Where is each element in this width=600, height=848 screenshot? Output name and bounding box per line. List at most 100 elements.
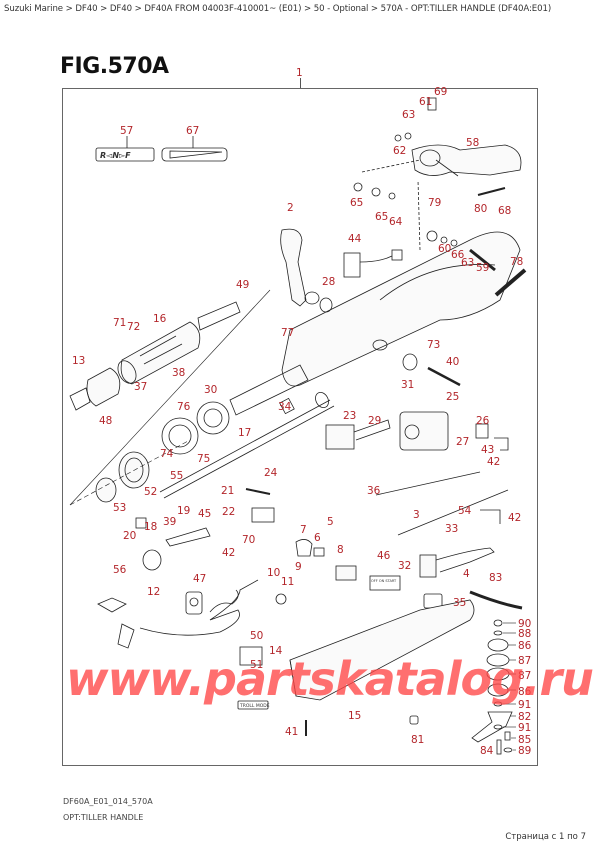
part-callout-39[interactable]: 39 (163, 516, 177, 528)
part-callout-79[interactable]: 79 (428, 197, 442, 209)
part-callout-77[interactable]: 77 (281, 327, 295, 339)
part-callout-4[interactable]: 4 (463, 568, 470, 580)
part-callout-86[interactable]: 86 (518, 640, 532, 652)
part-callout-91[interactable]: 91 (518, 699, 532, 711)
part-callout-51[interactable]: 51 (250, 659, 264, 671)
part-callout-24[interactable]: 24 (264, 467, 278, 479)
part-callout-12[interactable]: 12 (147, 586, 161, 598)
part-callout-2[interactable]: 2 (287, 202, 294, 214)
part-callout-5[interactable]: 5 (327, 516, 334, 528)
part-callout-18[interactable]: 18 (144, 521, 158, 533)
part-callout-63[interactable]: 63 (402, 109, 416, 121)
part-callout-1[interactable]: 1 (296, 67, 303, 79)
part-callout-86[interactable]: 86 (518, 686, 532, 698)
part-callout-20[interactable]: 20 (123, 530, 137, 542)
part-callout-16[interactable]: 16 (153, 313, 167, 325)
part-callout-21[interactable]: 21 (221, 485, 235, 497)
breadcrumb-item-variant[interactable]: DF40A FROM 04003F-410001~ (E01) (144, 4, 302, 14)
part-callout-40[interactable]: 40 (446, 356, 460, 368)
part-callout-78[interactable]: 78 (510, 256, 524, 268)
part-callout-58[interactable]: 58 (466, 137, 480, 149)
part-callout-82[interactable]: 82 (518, 711, 532, 723)
part-callout-74[interactable]: 74 (160, 448, 174, 460)
part-callout-69[interactable]: 69 (434, 86, 448, 98)
part-callout-80[interactable]: 80 (474, 203, 488, 215)
part-callout-87[interactable]: 87 (518, 655, 532, 667)
part-callout-47[interactable]: 47 (193, 573, 207, 585)
part-callout-59[interactable]: 59 (476, 262, 490, 274)
part-callout-65[interactable]: 65 (375, 211, 389, 223)
part-callout-33[interactable]: 33 (445, 523, 459, 535)
breadcrumb-item-group[interactable]: 50 - Optional (313, 4, 369, 14)
part-callout-22[interactable]: 22 (222, 506, 236, 518)
part-callout-13[interactable]: 13 (72, 355, 86, 367)
part-callout-15[interactable]: 15 (348, 710, 362, 722)
part-callout-14[interactable]: 14 (269, 645, 283, 657)
part-callout-46[interactable]: 46 (377, 550, 391, 562)
part-callout-31[interactable]: 31 (401, 379, 415, 391)
part-callout-36[interactable]: 36 (367, 485, 381, 497)
part-callout-87[interactable]: 87 (518, 670, 532, 682)
part-callout-34[interactable]: 34 (278, 401, 292, 413)
part-callout-38[interactable]: 38 (172, 367, 186, 379)
part-callout-76[interactable]: 76 (177, 401, 191, 413)
part-callout-25[interactable]: 25 (446, 391, 460, 403)
part-callout-9[interactable]: 9 (295, 561, 302, 573)
part-callout-64[interactable]: 64 (389, 216, 403, 228)
part-callout-10[interactable]: 10 (267, 567, 281, 579)
part-callout-55[interactable]: 55 (170, 470, 184, 482)
part-callout-44[interactable]: 44 (348, 233, 362, 245)
part-callout-52[interactable]: 52 (144, 486, 158, 498)
part-callout-6[interactable]: 6 (314, 532, 321, 544)
part-callout-3[interactable]: 3 (413, 509, 420, 521)
part-callout-50[interactable]: 50 (250, 630, 264, 642)
part-callout-73[interactable]: 73 (427, 339, 441, 351)
part-callout-19[interactable]: 19 (177, 505, 191, 517)
part-callout-88[interactable]: 88 (518, 628, 532, 640)
part-callout-89[interactable]: 89 (518, 745, 532, 757)
part-callout-85[interactable]: 85 (518, 734, 532, 746)
part-callout-28[interactable]: 28 (322, 276, 336, 288)
part-callout-54[interactable]: 54 (458, 505, 472, 517)
part-callout-37[interactable]: 37 (134, 381, 148, 393)
part-callout-60[interactable]: 60 (438, 243, 452, 255)
breadcrumb-item-series[interactable]: DF40 (75, 4, 98, 14)
part-callout-75[interactable]: 75 (197, 453, 211, 465)
part-callout-84[interactable]: 84 (480, 745, 494, 757)
part-callout-68[interactable]: 68 (498, 205, 512, 217)
part-callout-70[interactable]: 70 (242, 534, 256, 546)
part-callout-45[interactable]: 45 (198, 508, 212, 520)
part-callout-7[interactable]: 7 (300, 524, 307, 536)
part-callout-30[interactable]: 30 (204, 384, 218, 396)
part-callout-23[interactable]: 23 (343, 410, 357, 422)
part-callout-35[interactable]: 35 (453, 597, 467, 609)
part-callout-71[interactable]: 71 (113, 317, 127, 329)
part-callout-81[interactable]: 81 (411, 734, 425, 746)
part-callout-43[interactable]: 43 (481, 444, 495, 456)
part-callout-72[interactable]: 72 (127, 321, 141, 333)
part-callout-62[interactable]: 62 (393, 145, 407, 157)
part-callout-83[interactable]: 83 (489, 572, 503, 584)
breadcrumb-item-brand[interactable]: Suzuki Marine (4, 4, 63, 14)
part-callout-63[interactable]: 63 (461, 257, 475, 269)
part-callout-26[interactable]: 26 (476, 415, 490, 427)
part-callout-56[interactable]: 56 (113, 564, 127, 576)
breadcrumb-item-model[interactable]: DF40 (109, 4, 132, 14)
part-callout-91[interactable]: 91 (518, 722, 532, 734)
part-callout-41[interactable]: 41 (285, 726, 299, 738)
part-callout-29[interactable]: 29 (368, 415, 382, 427)
part-callout-42[interactable]: 42 (508, 512, 522, 524)
part-callout-90[interactable]: 90 (518, 618, 532, 630)
part-callout-42[interactable]: 42 (222, 547, 236, 559)
part-callout-8[interactable]: 8 (337, 544, 344, 556)
part-callout-48[interactable]: 48 (99, 415, 113, 427)
part-callout-66[interactable]: 66 (451, 249, 465, 261)
part-callout-27[interactable]: 27 (456, 436, 470, 448)
part-callout-67[interactable]: 67 (186, 125, 200, 137)
part-callout-49[interactable]: 49 (236, 279, 250, 291)
part-callout-65[interactable]: 65 (350, 197, 364, 209)
part-callout-11[interactable]: 11 (281, 576, 295, 588)
part-callout-61[interactable]: 61 (419, 96, 433, 108)
part-callout-53[interactable]: 53 (113, 502, 127, 514)
part-callout-42[interactable]: 42 (487, 456, 501, 468)
